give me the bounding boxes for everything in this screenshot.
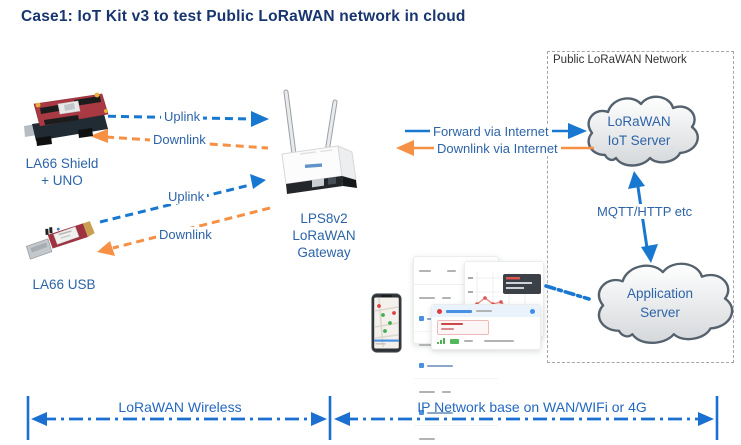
page-title: Case1: IoT Kit v3 to test Public LoRaWAN… xyxy=(21,8,466,25)
mqtt-label: MQTT/HTTP etc xyxy=(594,204,696,219)
downlink2-label: Downlink xyxy=(156,227,215,242)
public-lorawan-network-box xyxy=(547,51,734,363)
la66-shield-label-line1: LA66 Shield xyxy=(25,156,99,171)
gateway-label: LPS8v2 LoRaWAN Gateway xyxy=(272,210,376,261)
device-status-row xyxy=(432,338,540,344)
gateway-label-line2: Gateway xyxy=(297,245,351,260)
phone-map-image xyxy=(371,293,402,353)
la66-shield-label: LA66 Shield + UNO xyxy=(10,155,114,189)
table-header-row xyxy=(414,257,498,285)
forward-internet-label: Forward via Internet xyxy=(430,124,552,139)
la66-shield-uno-image xyxy=(24,92,109,146)
alert-message-box xyxy=(437,320,489,335)
la66-shield-label-line2: + UNO xyxy=(41,173,83,188)
downlink-internet-label: Downlink via Internet xyxy=(434,141,561,156)
alert-icon xyxy=(437,308,442,314)
bell-icon xyxy=(530,308,535,314)
chart-tooltip xyxy=(503,274,541,294)
table-row xyxy=(414,379,498,426)
network-box-label: Public LoRaWAN Network xyxy=(551,54,689,66)
lps8v2-gateway-image xyxy=(281,89,357,194)
span-ip-label: IP Network base on WAN/WIFi or 4G xyxy=(417,399,647,415)
la66-usb-label: LA66 USB xyxy=(32,277,96,292)
notification-header xyxy=(432,305,540,317)
la66-usb-image xyxy=(25,221,95,260)
gateway-label-line1: LPS8v2 LoRaWAN xyxy=(292,211,356,243)
uplink2-label: Uplink xyxy=(165,189,208,204)
span-wireless-label: LoRaWAN Wireless xyxy=(118,399,242,415)
signal-icon xyxy=(437,338,445,344)
table-row xyxy=(414,426,498,445)
battery-icon xyxy=(450,338,459,344)
dashboard-notification-card xyxy=(431,304,541,350)
uplink1-label: Uplink xyxy=(161,109,204,124)
downlink1-label: Downlink xyxy=(150,132,209,147)
